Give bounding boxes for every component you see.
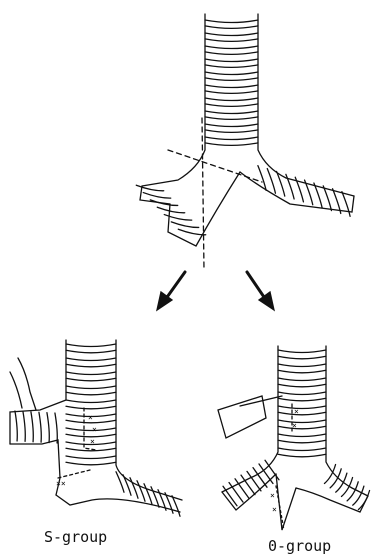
cartilage-ring — [66, 392, 116, 395]
cartilage-ring — [205, 143, 258, 146]
cartilage-ring — [205, 117, 258, 120]
svg-text:×: × — [90, 437, 95, 446]
cartilage-ring — [259, 464, 273, 484]
cartilage-ring — [66, 364, 116, 367]
cartilage-ring — [66, 456, 116, 459]
cartilage-ring — [205, 130, 258, 133]
svg-text:×: × — [92, 425, 97, 434]
cartilage-ring — [278, 350, 326, 353]
cartilage-ring — [23, 411, 25, 441]
cartilage-ring — [205, 91, 258, 94]
cartilage-ring — [205, 65, 258, 68]
cartilage-ring — [66, 428, 116, 431]
cartilage-ring — [39, 412, 41, 442]
cartilage-ring — [55, 413, 57, 443]
cartilage-ring — [66, 386, 116, 389]
cartilage-ring — [136, 185, 163, 191]
cartilage-ring — [205, 124, 258, 127]
cartilage-ring — [241, 475, 255, 495]
cartilage-ring — [178, 229, 205, 235]
o-group-diagram: × × × × — [218, 346, 370, 530]
cartilage-ring — [278, 440, 326, 443]
cartilage-ring — [205, 78, 258, 81]
cartilage-ring — [157, 207, 184, 213]
cartilage-ring — [66, 372, 116, 375]
o-group-label: 0-group — [268, 537, 331, 555]
cartilage-ring — [143, 193, 170, 199]
tracheal-rings — [205, 20, 258, 145]
svg-text:×: × — [272, 505, 277, 514]
cartilage-ring — [205, 111, 258, 114]
cartilage-ring — [278, 406, 326, 409]
cartilage-ring — [66, 406, 116, 409]
cut-line-vertical — [202, 118, 204, 270]
cartilage-ring — [265, 460, 279, 480]
svg-text:×: × — [88, 413, 93, 422]
suture-line — [276, 486, 284, 530]
cartilage-ring — [278, 364, 326, 367]
cartilage-ring — [205, 137, 258, 140]
cartilage-ring — [66, 350, 116, 353]
cartilage-ring — [342, 192, 350, 217]
cartilage-ring — [66, 358, 116, 361]
s-group-diagram: × × × ×× — [10, 340, 182, 516]
cartilage-ring — [278, 392, 326, 395]
intact-trachea — [136, 14, 354, 270]
cartilage-ring — [205, 52, 258, 55]
cartilage-ring — [205, 26, 258, 29]
cartilage-ring — [47, 413, 49, 443]
svg-text:×: × — [270, 491, 275, 500]
cartilage-ring — [278, 448, 326, 451]
cartilage-ring — [205, 20, 258, 23]
s-tracheal-rings — [66, 344, 116, 465]
cartilage-ring — [66, 448, 116, 451]
cartilage-ring — [278, 426, 326, 429]
cartilage-ring — [205, 98, 258, 101]
cartilage-ring — [253, 468, 267, 488]
cartilage-ring — [278, 356, 326, 359]
svg-text:×: × — [292, 421, 297, 430]
cartilage-ring — [66, 378, 116, 381]
cartilage-ring — [267, 169, 275, 194]
svg-text:×: × — [294, 407, 299, 416]
cartilage-ring — [171, 222, 198, 228]
cartilage-ring — [205, 33, 258, 36]
cartilage-ring — [66, 462, 116, 465]
cartilage-ring — [31, 412, 33, 442]
cartilage-ring — [278, 412, 326, 415]
cartilage-ring — [66, 344, 116, 347]
cartilage-ring — [336, 473, 347, 492]
cartilage-ring — [278, 370, 326, 373]
arrow-right — [247, 272, 274, 310]
s-bronchus-rings — [15, 411, 57, 443]
cartilage-ring — [205, 85, 258, 88]
cartilage-ring — [205, 104, 258, 107]
cartilage-ring — [205, 72, 258, 75]
cartilage-ring — [278, 384, 326, 387]
cartilage-ring — [347, 482, 358, 501]
cartilage-ring — [205, 39, 258, 42]
cartilage-ring — [15, 411, 17, 441]
cartilage-ring — [278, 434, 326, 437]
arrow-left — [157, 272, 185, 310]
cartilage-ring — [278, 378, 326, 381]
left-bronchus-rings — [136, 185, 205, 235]
cartilage-ring — [278, 454, 326, 457]
cartilage-ring — [278, 420, 326, 423]
cartilage-ring — [66, 400, 116, 403]
o-tracheal-rings — [278, 350, 326, 457]
cartilage-ring — [205, 46, 258, 49]
s-group-label: S-group — [44, 528, 107, 546]
cartilage-ring — [286, 174, 294, 199]
svg-text:××: ×× — [56, 479, 66, 488]
cartilage-ring — [205, 59, 258, 62]
cartilage-ring — [278, 398, 326, 401]
suture-line — [58, 470, 90, 478]
